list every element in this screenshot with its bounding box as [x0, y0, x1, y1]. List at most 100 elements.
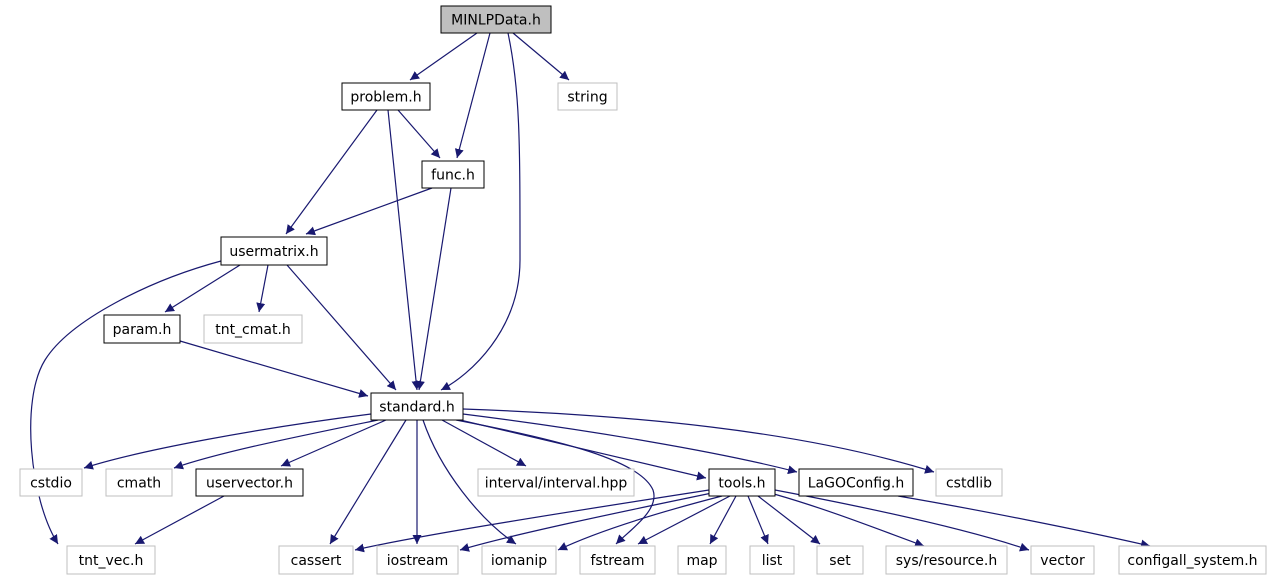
node-box	[66, 545, 156, 575]
node-label: cstdlib	[946, 476, 992, 492]
node-lagoconfig[interactable]: LaGOConfig.h	[798, 468, 914, 497]
edge-standard-to-iomanip	[422, 419, 517, 545]
node-label: tnt_cmat.h	[215, 322, 291, 338]
edge-usermatrix-to-tnt_vec	[30, 260, 222, 545]
edge-tools-to-iomanip	[557, 495, 723, 551]
node-label: iomanip	[491, 553, 547, 569]
node-list: list	[749, 545, 795, 575]
node-label: string	[567, 90, 607, 106]
node-vector: vector	[1030, 545, 1095, 575]
node-string: string	[557, 82, 618, 111]
node-cstdio: cstdio	[19, 468, 83, 497]
node-label: param.h	[113, 322, 172, 338]
node-configall: configall_system.h	[1118, 545, 1267, 575]
edge-tools-to-set	[757, 495, 821, 545]
node-box	[220, 236, 328, 266]
node-problem[interactable]: problem.h	[341, 82, 431, 111]
node-label: uservector.h	[206, 476, 293, 492]
node-cmath: cmath	[105, 468, 173, 497]
node-box	[103, 314, 181, 344]
node-label: fstream	[591, 553, 645, 569]
node-map: map	[677, 545, 727, 575]
node-label: set	[829, 553, 851, 569]
node-box	[816, 545, 864, 575]
edge-standard-to-interval	[441, 419, 527, 467]
edge-func-to-usermatrix	[305, 187, 433, 236]
node-set: set	[816, 545, 864, 575]
edge-usermatrix-to-param	[164, 264, 241, 313]
node-label: cstdio	[30, 476, 72, 492]
edge-tools-to-sys_resource	[773, 493, 925, 548]
edge-problem-to-usermatrix	[285, 109, 378, 235]
node-label: tnt_vec.h	[79, 553, 144, 569]
node-box	[708, 468, 776, 497]
edge-lagoconfig-to-configall	[897, 495, 1151, 549]
node-label: list	[762, 553, 783, 569]
node-box	[677, 545, 727, 575]
node-label: interval/interval.hpp	[485, 476, 628, 492]
node-tnt_cmat: tnt_cmat.h	[203, 314, 303, 344]
node-usermatrix[interactable]: usermatrix.h	[220, 236, 328, 266]
node-box	[195, 468, 304, 497]
edge-minlpdata-to-problem	[409, 32, 478, 81]
edge-standard-to-tools	[459, 419, 707, 481]
edge-tools-to-fstream	[637, 495, 731, 545]
node-box	[749, 545, 795, 575]
edge-minlpdata-to-func	[454, 32, 491, 159]
edge-uservector-to-tnt_vec	[134, 495, 225, 545]
node-label: map	[686, 553, 717, 569]
node-uservector[interactable]: uservector.h	[195, 468, 304, 497]
node-box	[19, 468, 83, 497]
edge-standard-to-cstdio	[83, 413, 372, 470]
edge-standard-to-cassert	[329, 419, 407, 545]
node-label: standard.h	[379, 400, 454, 416]
node-minlpdata[interactable]: MINLPData.h	[440, 5, 552, 34]
edge-tools-to-iostream	[459, 492, 713, 552]
node-box	[376, 545, 459, 575]
node-standard[interactable]: standard.h	[370, 392, 464, 421]
node-param[interactable]: param.h	[103, 314, 181, 344]
node-box	[341, 82, 431, 111]
node-box	[421, 160, 485, 189]
node-box	[481, 545, 557, 575]
node-box	[557, 82, 618, 111]
node-label: tools.h	[718, 476, 765, 492]
edge-problem-to-func	[397, 109, 441, 159]
node-label: cmath	[117, 476, 161, 492]
node-label: vector	[1040, 553, 1085, 569]
node-box	[105, 468, 173, 497]
node-box	[798, 468, 914, 497]
node-iomanip: iomanip	[481, 545, 557, 575]
edge-standard-to-fstream	[455, 419, 655, 545]
node-tools[interactable]: tools.h	[708, 468, 776, 497]
node-box	[440, 5, 552, 34]
edge-param-to-standard	[179, 340, 369, 398]
node-box	[579, 545, 656, 575]
edge-tools-to-list	[747, 495, 769, 545]
node-cstdlib: cstdlib	[935, 468, 1003, 497]
nodes: MINLPData.h problem.h string func.h usermatr…	[19, 5, 1267, 575]
edge-tools-to-cassert	[354, 489, 710, 553]
node-box	[203, 314, 303, 344]
node-label: usermatrix.h	[229, 244, 318, 260]
node-cassert: cassert	[278, 545, 354, 575]
node-fstream: fstream	[579, 545, 656, 575]
node-tnt_vec: tnt_vec.h	[66, 545, 156, 575]
node-box	[370, 392, 464, 421]
node-label: LaGOConfig.h	[808, 476, 905, 492]
edge-standard-to-cmath	[173, 419, 379, 470]
edge-standard-to-uservector	[280, 419, 387, 467]
edge-tools-to-vector	[774, 489, 1030, 552]
node-func[interactable]: func.h	[421, 160, 485, 189]
edge-func-to-standard	[415, 187, 452, 391]
edge-minlpdata-to-string	[512, 32, 570, 81]
node-box	[1030, 545, 1095, 575]
node-label: func.h	[431, 168, 475, 184]
edge-usermatrix-to-tnt_cmat	[256, 264, 269, 313]
node-label: cassert	[291, 553, 342, 569]
node-label: sys/resource.h	[896, 553, 997, 569]
node-box	[935, 468, 1003, 497]
edge-minlpdata-to-standard	[440, 32, 521, 391]
